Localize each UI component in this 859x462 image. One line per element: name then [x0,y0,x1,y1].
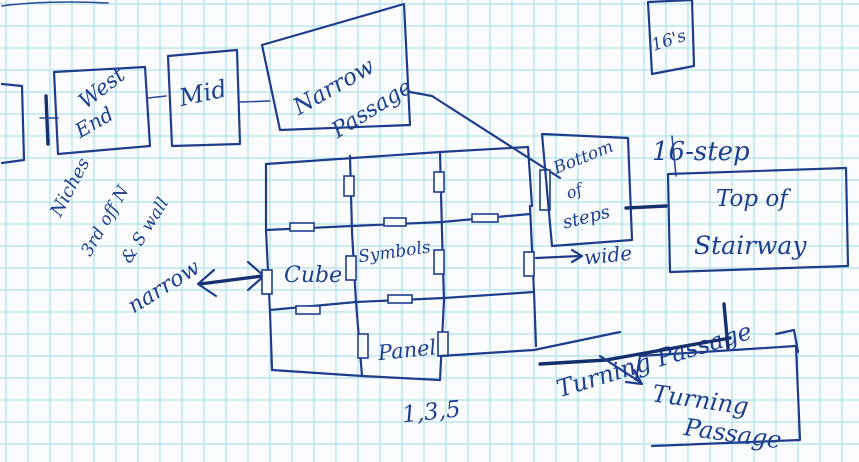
door-h2-a [295,305,321,315]
narrow-left-arrow-shaft [198,274,264,286]
west-end-label-2: End [70,102,118,143]
door-east-outer [523,251,535,277]
wide-arrow-shaft [534,254,582,260]
narrow-to-bottom-line [408,90,562,180]
narrow-left-arrowhead [196,268,218,298]
door-symbols-east [433,249,445,275]
panel-to-turning-line [438,330,622,358]
bottom-steps-label-2: of [564,179,588,203]
door-panel-west [357,333,369,359]
mid-room [166,48,242,148]
niches-label-1: Niches [46,155,95,221]
door-h1-a [289,222,315,232]
bottom-steps-label-3: steps [561,201,613,233]
sixteen-step-bracket [671,135,677,177]
connector-westend-mid [147,95,167,99]
far-west-room [0,82,26,165]
top-arc-line [1,1,109,7]
steps-connector [624,204,668,210]
top-stairway-label-1: Top of [716,186,791,212]
turning-arrow-shaft [598,354,642,384]
sixteen-step-label: 16-step [652,137,750,167]
connector-mid-narrow [239,100,271,103]
door-top-1 [343,175,355,197]
room-16s-label: 16's [649,26,689,56]
symbols-label: Symbols [357,237,432,267]
cube-label: Cube [284,263,342,288]
mid-label: Mid [176,75,229,112]
turning-box-hook [774,328,800,354]
turning-vertical-stroke [722,302,730,350]
wide-label: wide [583,241,633,270]
room-16s-box [646,0,696,76]
grid-right-wall-mid [528,204,536,294]
west-door-mark [44,94,50,146]
door-cube-symbols [345,255,357,281]
turning-passage-b-label-2: Passage [681,413,783,454]
door-h1-b [383,217,407,227]
door-h1-c [471,213,499,223]
wide-arrowhead [570,248,584,264]
grid-left-wall [264,162,274,372]
numbers-135-label: 1,3,5 [401,396,462,428]
grid-bottom-wall [270,368,442,382]
door-h2-b [387,294,413,304]
door-cube-west [261,269,273,295]
west-end-room [52,65,152,156]
bottom-steps-label-1: Bottom [550,137,617,179]
door-panel-east [437,331,449,357]
top-stairway-label-2: Stairway [694,231,807,260]
panel-label: Panel [376,335,438,365]
narrow-passage-room [260,2,412,132]
door-top-2 [433,171,445,193]
grid-top-wall [264,145,534,208]
east-lower-wall [532,290,538,348]
bottom-steps-room [540,132,634,248]
top-stairway-room [666,166,850,274]
